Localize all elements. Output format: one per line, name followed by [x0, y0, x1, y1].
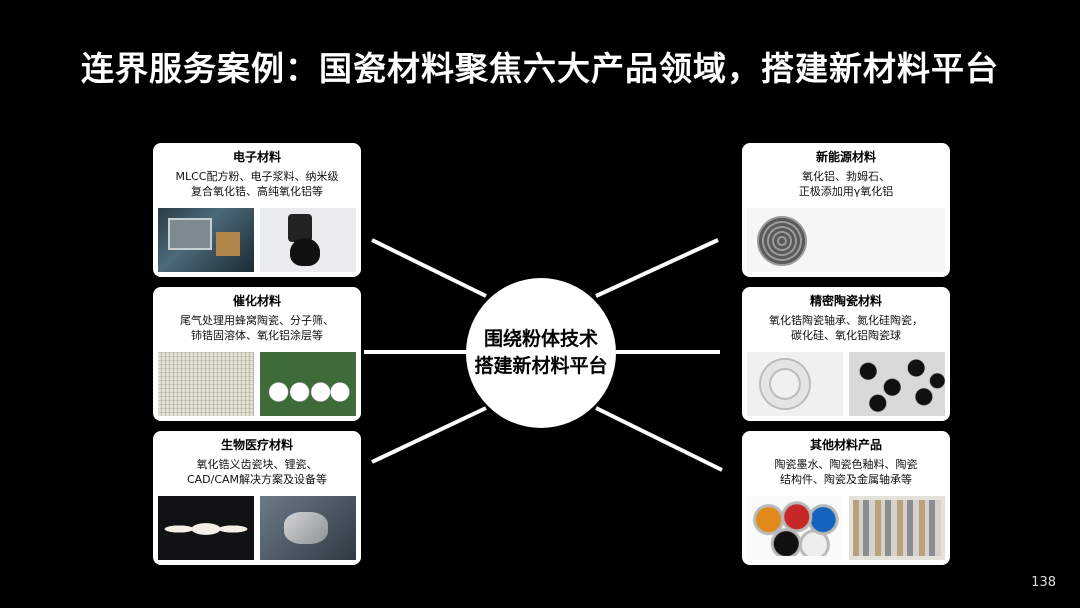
card-desc: 氧化铝、勃姆石、 正极添加用γ氧化铝 [748, 169, 944, 199]
dental-implant-image [260, 496, 356, 560]
card-desc: 陶瓷墨水、陶瓷色釉料、陶瓷 结构件、陶瓷及金属轴承等 [748, 457, 944, 487]
battery-cell-image [747, 208, 945, 272]
hub-line1: 围绕粉体技术 [484, 326, 598, 353]
honeycomb-ceramic-image [158, 352, 254, 416]
connector-line-energy [596, 240, 718, 296]
card-catalyst-materials: 催化材料 尾气处理用蜂窝陶瓷、分子筛、 铈锆固溶体、氧化铝涂层等 [153, 287, 361, 421]
card-desc: 氧化锆义齿瓷块、锂瓷、 CAD/CAM解决方案及设备等 [159, 457, 355, 487]
card-desc: MLCC配方粉、电子浆料、纳米级 复合氧化锆、高纯氧化铝等 [159, 169, 355, 199]
card-electronic-materials: 电子材料 MLCC配方粉、电子浆料、纳米级 复合氧化锆、高纯氧化铝等 [153, 143, 361, 277]
powder-image [260, 352, 356, 416]
paste-image [260, 208, 356, 272]
card-title: 其他材料产品 [748, 438, 944, 453]
ceramic-bearing-image [747, 352, 843, 416]
connector-line-other [596, 408, 722, 470]
ceramic-balls-image [849, 352, 945, 416]
chip-image [158, 208, 254, 272]
card-title: 新能源材料 [748, 150, 944, 165]
card-desc: 氧化锆陶瓷轴承、氮化硅陶瓷， 碳化硅、氧化铝陶瓷球 [748, 313, 944, 343]
central-hub: 围绕粉体技术 搭建新材料平台 [466, 278, 616, 428]
card-desc: 尾气处理用蜂窝陶瓷、分子筛、 铈锆固溶体、氧化铝涂层等 [159, 313, 355, 343]
card-title: 生物医疗材料 [159, 438, 355, 453]
ceramic-parts-image [849, 496, 945, 560]
card-bio-medical-materials: 生物医疗材料 氧化锆义齿瓷块、锂瓷、 CAD/CAM解决方案及设备等 [153, 431, 361, 565]
card-title: 精密陶瓷材料 [748, 294, 944, 309]
card-other-products: 其他材料产品 陶瓷墨水、陶瓷色釉料、陶瓷 结构件、陶瓷及金属轴承等 [742, 431, 950, 565]
hub-line2: 搭建新材料平台 [474, 353, 607, 380]
connector-line-bio [372, 408, 486, 462]
card-title: 电子材料 [159, 150, 355, 165]
ink-cans-image [747, 496, 843, 560]
dental-crown-image [158, 496, 254, 560]
connector-line-electronic [372, 240, 486, 296]
page-number: 138 [1031, 575, 1056, 590]
card-new-energy-materials: 新能源材料 氧化铝、勃姆石、 正极添加用γ氧化铝 [742, 143, 950, 277]
card-title: 催化材料 [159, 294, 355, 309]
card-precision-ceramics: 精密陶瓷材料 氧化锆陶瓷轴承、氮化硅陶瓷， 碳化硅、氧化铝陶瓷球 [742, 287, 950, 421]
